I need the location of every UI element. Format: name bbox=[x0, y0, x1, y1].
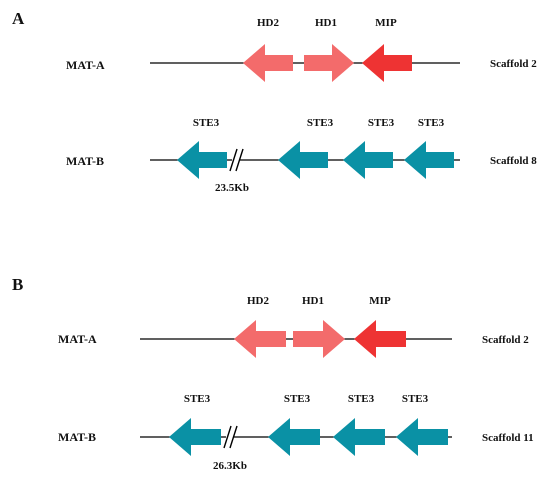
gene-arrow-ste3 bbox=[177, 141, 227, 179]
gene-label-mip: MIP bbox=[369, 295, 391, 307]
gene-label-hd1: HD1 bbox=[315, 17, 337, 29]
gap-length-label: 23.5Kb bbox=[215, 182, 249, 194]
gene-arrow-hd1 bbox=[304, 44, 354, 82]
mat-a-row-panel-b: MAT-A HD2 HD1 MIP Scaffold 2 bbox=[58, 295, 529, 358]
panel-label-a: A bbox=[12, 9, 25, 28]
gene-arrow-ste3 bbox=[278, 141, 328, 179]
gene-label-ste3: STE3 bbox=[348, 393, 375, 405]
row-label: MAT-A bbox=[58, 332, 97, 346]
gene-arrow-ste3 bbox=[343, 141, 393, 179]
break-mark bbox=[235, 148, 244, 172]
row-label: MAT-B bbox=[58, 430, 96, 444]
mat-b-row-panel-a: MAT-B STE3 23.5Kb STE3 STE3 STE3 Scaffol… bbox=[66, 117, 537, 194]
gene-label-ste3: STE3 bbox=[184, 393, 211, 405]
break-gap bbox=[232, 149, 240, 171]
scaffold-label: Scaffold 2 bbox=[490, 58, 537, 70]
panel-label-b: B bbox=[12, 275, 23, 294]
break-gap bbox=[226, 426, 234, 448]
gene-label-hd2: HD2 bbox=[247, 295, 270, 307]
gene-label-hd2: HD2 bbox=[257, 17, 280, 29]
break-mark bbox=[223, 425, 232, 449]
gene-label-ste3: STE3 bbox=[368, 117, 395, 129]
mat-b-row-panel-b: MAT-B STE3 26.3Kb STE3 STE3 STE3 Scaffol… bbox=[58, 393, 534, 472]
scaffold-label: Scaffold 8 bbox=[490, 155, 537, 167]
gene-arrow-hd2 bbox=[234, 320, 286, 358]
row-label: MAT-A bbox=[66, 58, 105, 72]
gene-arrow-hd2 bbox=[243, 44, 293, 82]
gene-arrow-mip bbox=[362, 44, 412, 82]
gene-label-ste3: STE3 bbox=[193, 117, 220, 129]
break-mark bbox=[229, 148, 238, 172]
gene-label-ste3: STE3 bbox=[307, 117, 334, 129]
gene-arrow-mip bbox=[354, 320, 406, 358]
gene-arrow-hd1 bbox=[293, 320, 345, 358]
gene-label-ste3: STE3 bbox=[284, 393, 311, 405]
gene-arrow-ste3 bbox=[268, 418, 320, 456]
gene-arrow-ste3 bbox=[169, 418, 221, 456]
gene-label-ste3: STE3 bbox=[402, 393, 429, 405]
mat-a-row-panel-a: MAT-A HD2 HD1 MIP Scaffold 2 bbox=[66, 17, 537, 82]
gene-arrow-ste3 bbox=[404, 141, 454, 179]
panel-a: A MAT-A HD2 HD1 MIP Scaffold 2 MAT-B STE… bbox=[12, 9, 537, 194]
gene-arrow-ste3 bbox=[333, 418, 385, 456]
scaffold-label: Scaffold 2 bbox=[482, 334, 529, 346]
gap-length-label: 26.3Kb bbox=[213, 460, 247, 472]
panel-b: B MAT-A HD2 HD1 MIP Scaffold 2 MAT-B STE… bbox=[12, 275, 534, 472]
gene-label-mip: MIP bbox=[375, 17, 397, 29]
gene-label-hd1: HD1 bbox=[302, 295, 324, 307]
scaffold-label: Scaffold 11 bbox=[482, 432, 534, 444]
row-label: MAT-B bbox=[66, 154, 104, 168]
break-mark bbox=[229, 425, 238, 449]
gene-arrow-ste3 bbox=[396, 418, 448, 456]
gene-label-ste3: STE3 bbox=[418, 117, 445, 129]
